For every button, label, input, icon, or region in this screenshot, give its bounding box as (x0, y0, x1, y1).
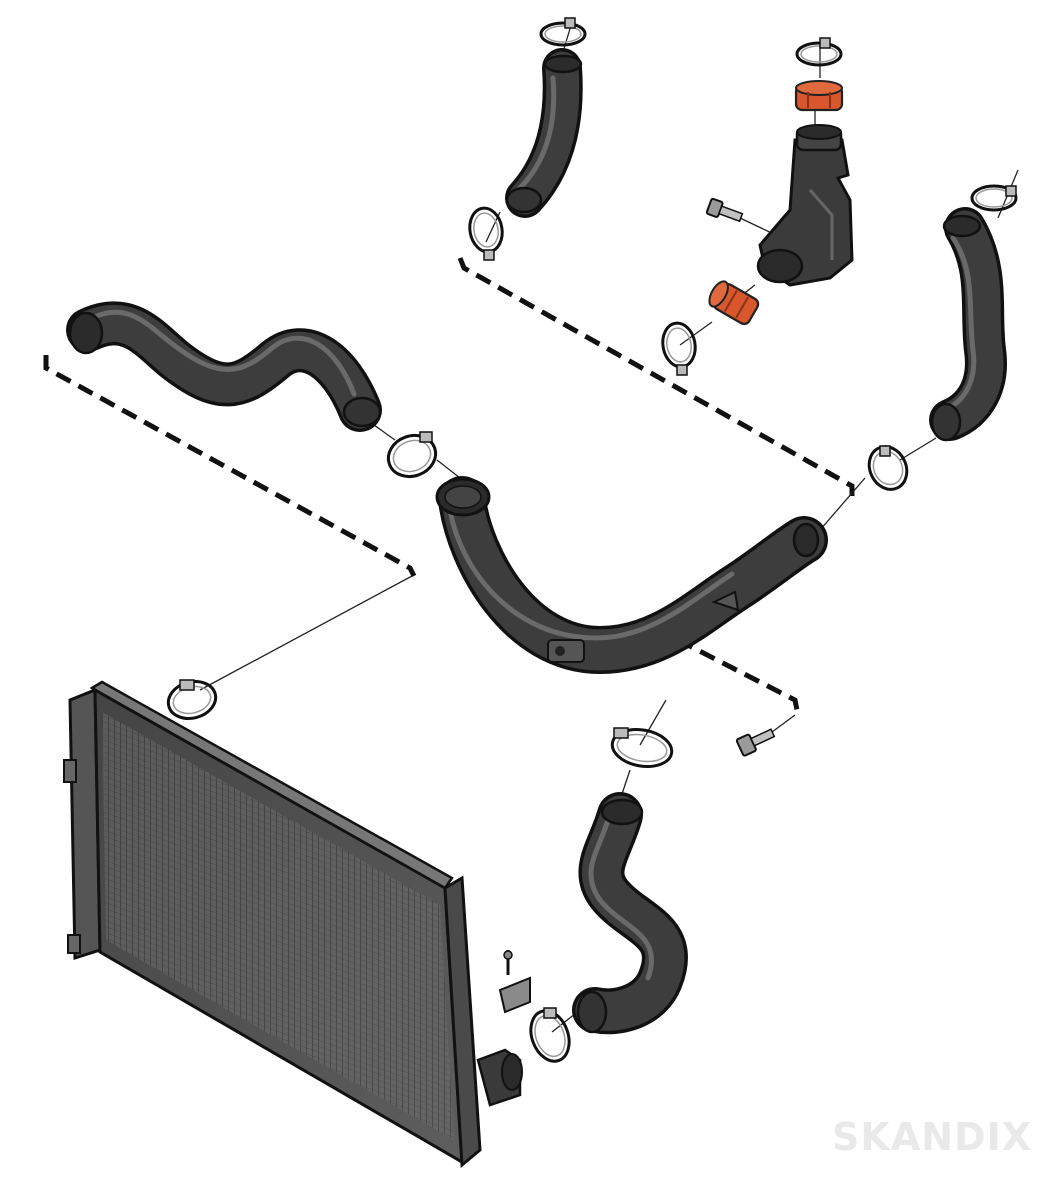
intercooler (63, 680, 523, 1169)
right-hose (929, 207, 1007, 442)
clamp-lower-hose-top (610, 727, 674, 768)
clamp-lower-hose-bottom (529, 1007, 571, 1063)
charge-pipe (435, 476, 828, 674)
clamp-seal-lower (661, 321, 697, 376)
clamp-intercooler-left (166, 679, 218, 720)
watermark-text: SKANDIX (832, 1115, 1032, 1159)
upper-hose-small (505, 48, 583, 218)
clamp-upper-hose-bottom (468, 206, 504, 261)
lower-hose (572, 792, 688, 1035)
sensor (498, 950, 531, 1014)
long-wavy-hose (66, 301, 382, 432)
clamp-right-bottom (867, 445, 909, 491)
clamp-wavy-hose-end (386, 431, 438, 479)
bolt-adapter (705, 197, 744, 223)
clamp-top-upper (539, 17, 587, 47)
o-ring-seal-lower (708, 280, 760, 326)
clamp-top-seal (795, 37, 843, 67)
throttle-adapter (756, 124, 854, 287)
assembly-dashed-lines (43, 257, 855, 716)
hose-clamps (166, 17, 1018, 1063)
o-ring-seal-upper (794, 80, 844, 112)
assembly-axis-lines (199, 21, 1019, 1033)
bolt-charge-pipe (735, 728, 776, 757)
bolts (705, 197, 776, 757)
clamp-right-top (970, 184, 1018, 212)
